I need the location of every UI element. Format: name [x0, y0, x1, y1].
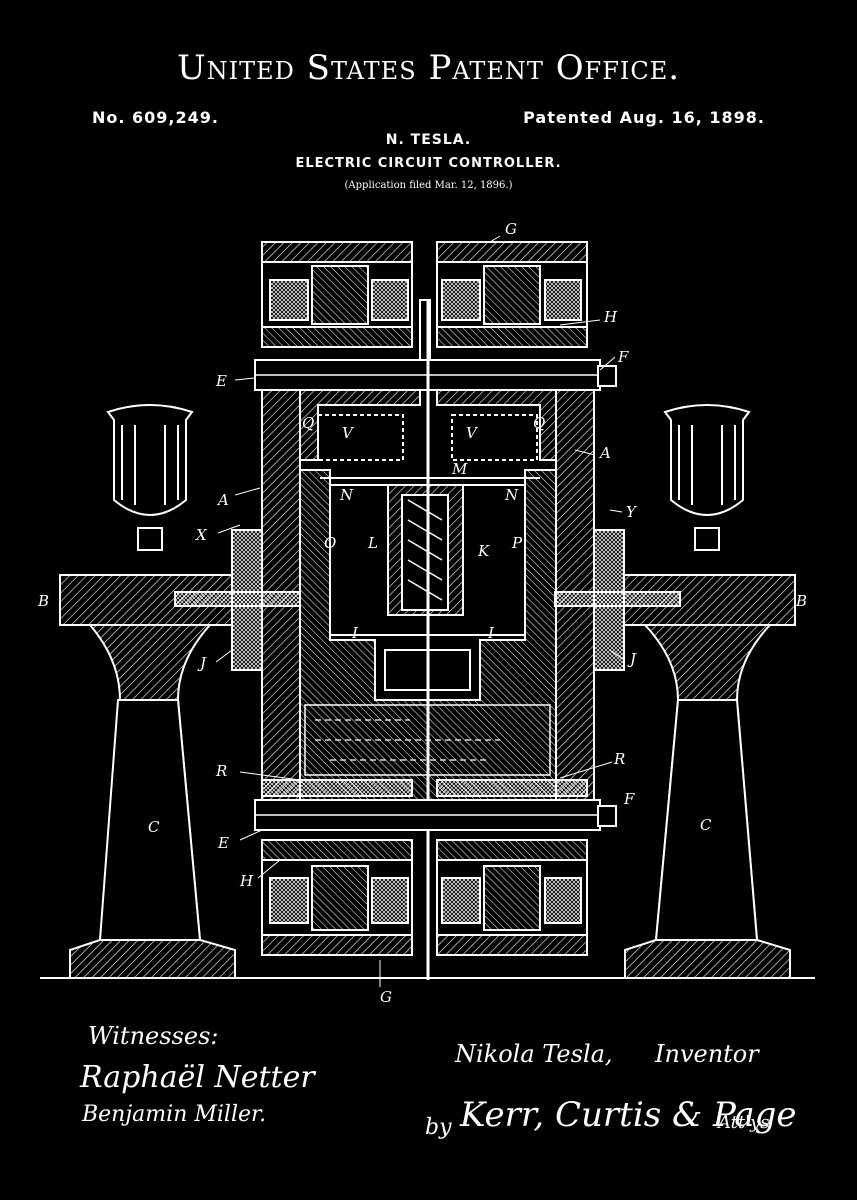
- inventor-signature: Nikola Tesla,: [455, 1040, 613, 1068]
- attorney-signature: Kerr, Curtis & Page: [460, 1095, 797, 1135]
- side-arms: [59, 574, 796, 626]
- label-K: K: [477, 542, 490, 560]
- label-R-left: R: [215, 762, 227, 780]
- label-A-right: A: [598, 444, 611, 462]
- label-G-top: G: [505, 220, 517, 238]
- label-E-bottom: E: [217, 834, 229, 852]
- label-B-left: B: [37, 592, 49, 610]
- label-I-left: I: [351, 624, 359, 642]
- label-F-bottom: F: [623, 790, 635, 808]
- label-R-right: R: [613, 750, 625, 768]
- inventor-name: N. TESLA.: [385, 132, 472, 148]
- label-B-right: B: [795, 592, 807, 610]
- top-magnet-coils: [261, 241, 588, 391]
- label-V-left: V: [342, 424, 355, 442]
- label-O: O: [324, 534, 336, 552]
- witness-signature-1: Raphaël Netter: [80, 1060, 315, 1095]
- label-M: M: [451, 460, 468, 478]
- lower-plate: [254, 779, 617, 831]
- inventor-role: Inventor: [655, 1040, 759, 1068]
- leader-lines: [215, 235, 625, 987]
- label-L: L: [367, 534, 378, 552]
- patent-date: Patented Aug. 16, 1898.: [523, 108, 765, 127]
- label-V-right: V: [466, 424, 479, 442]
- label-H-top: H: [603, 308, 618, 326]
- invention-title: ELECTRIC CIRCUIT CONTROLLER.: [295, 156, 562, 171]
- label-J-left: J: [197, 654, 207, 672]
- label-N-left: N: [339, 486, 354, 504]
- bottom-magnet-coils: [261, 839, 588, 956]
- label-J-right: J: [627, 650, 637, 668]
- label-G-bottom: G: [380, 988, 392, 1006]
- by-label: by: [425, 1115, 452, 1140]
- label-E-top: E: [215, 372, 227, 390]
- witness-signature-2: Benjamin Miller.: [82, 1102, 267, 1127]
- upper-plate: [254, 359, 617, 391]
- label-F-top: F: [617, 348, 629, 366]
- support-pillars: [69, 624, 791, 979]
- attorneys-label: Att'ys: [718, 1112, 770, 1133]
- label-C-left: C: [148, 818, 160, 836]
- label-N-right: N: [504, 486, 519, 504]
- application-filed-date: (Application filed Mar. 12, 1896.): [344, 180, 513, 191]
- label-X: X: [195, 526, 208, 544]
- label-P: P: [511, 534, 523, 552]
- label-Q-right: Q: [533, 414, 545, 432]
- mercury-cups: [106, 404, 751, 551]
- witnesses-label: Witnesses:: [88, 1022, 219, 1050]
- patent-number: No. 609,249.: [92, 108, 219, 127]
- label-I-right: I: [487, 624, 495, 642]
- label-Y: Y: [626, 503, 638, 521]
- patent-office-title: United States Patent Office.: [176, 48, 681, 88]
- label-A-left: A: [216, 491, 229, 509]
- label-C-right: C: [700, 816, 712, 834]
- label-Q-left: Q: [302, 414, 314, 432]
- label-H-bottom: H: [239, 872, 254, 890]
